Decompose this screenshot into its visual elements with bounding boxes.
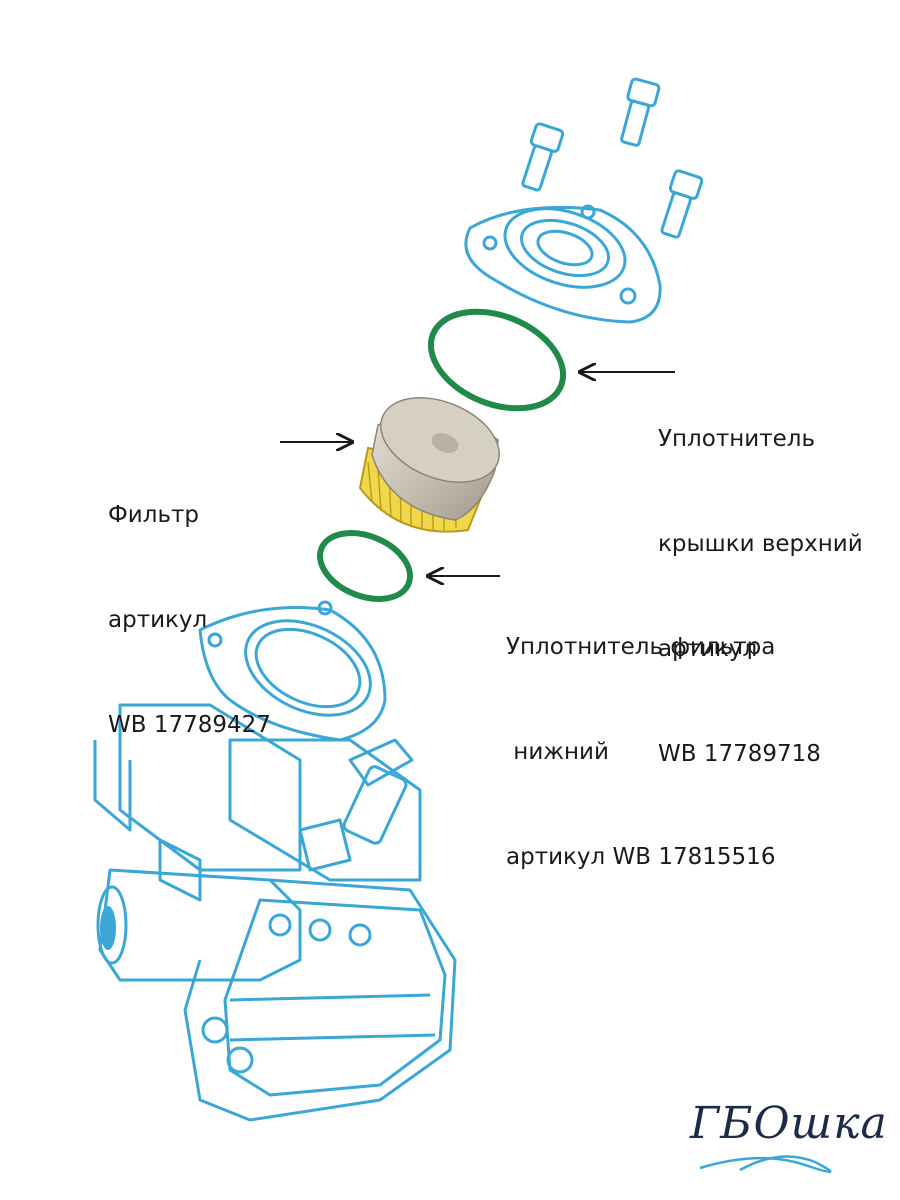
upper-seal-label: Уплотнитель крышки верхний артикул WB 17… bbox=[658, 352, 863, 807]
upper-seal-line-3: артикул bbox=[658, 636, 758, 662]
upper-seal-line-1: Уплотнитель bbox=[658, 426, 816, 452]
upper-seal-line-4: WB 17789718 bbox=[658, 741, 821, 767]
lower-seal-label: Уплотнитель фильтра нижний артикул WB 17… bbox=[506, 560, 775, 910]
filter-label: Фильтр артикул WB 17789427 bbox=[108, 428, 271, 778]
brand-logo: ГБОшка bbox=[690, 1098, 888, 1149]
filter-cartridge bbox=[358, 397, 500, 533]
callout-arrows bbox=[280, 372, 675, 576]
lower-seal-line-2: нижний bbox=[506, 739, 609, 765]
upper-seal-line-2: крышки верхний bbox=[658, 531, 863, 557]
upper-seal-ring bbox=[427, 308, 567, 412]
filter-line-1: Фильтр bbox=[108, 502, 200, 528]
top-cover bbox=[464, 204, 662, 324]
port-fill bbox=[100, 906, 116, 950]
logo-swoosh bbox=[699, 1155, 832, 1173]
lower-seal-ring bbox=[316, 530, 414, 602]
filter-line-3: WB 17789427 bbox=[108, 712, 271, 738]
filter-line-2: артикул bbox=[108, 607, 208, 633]
lower-seal-line-3: артикул WB 17815516 bbox=[506, 844, 776, 870]
reducer-body bbox=[93, 600, 457, 1122]
lower-seal-line-1: Уплотнитель фильтра bbox=[506, 634, 776, 660]
bolt-icon bbox=[521, 77, 704, 239]
